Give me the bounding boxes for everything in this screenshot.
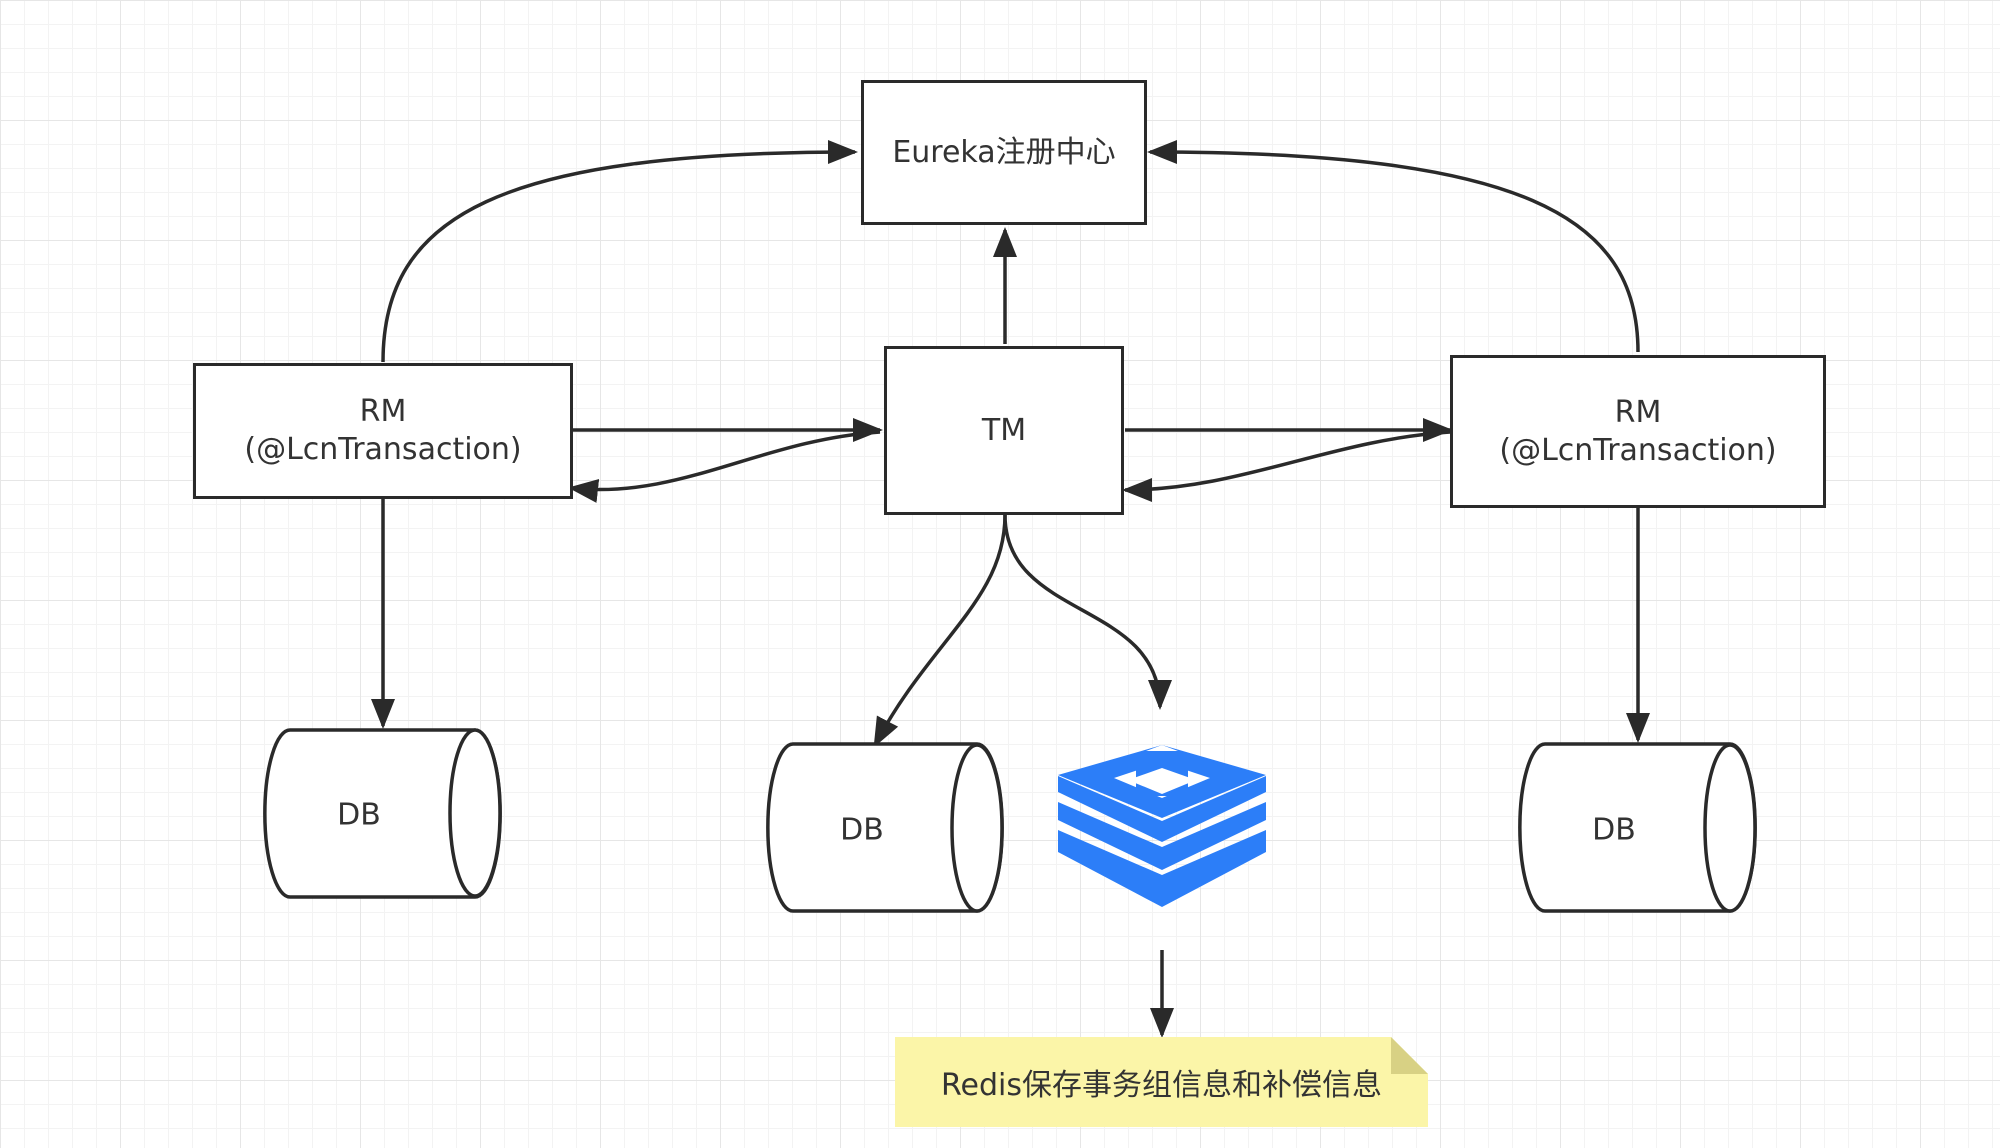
tm-node[interactable]: TM: [884, 346, 1124, 515]
rm-left-annotation: (@LcnTransaction): [244, 432, 522, 467]
db-center-label: DB: [840, 812, 884, 848]
rm-left-title: RM: [359, 394, 407, 429]
db-right-shape: [1518, 742, 1757, 913]
edge-rm-right-to-tm: [1122, 430, 1451, 502]
tm-label: TM: [981, 412, 1027, 448]
edge-rm-left-to-eureka: [381, 140, 858, 363]
edge-tm-to-redis: [1003, 514, 1172, 710]
rm-right-annotation: (@LcnTransaction): [1499, 432, 1777, 468]
rm-left-node[interactable]: RM (@LcnTransaction): [193, 363, 573, 499]
db-left-label: DB: [337, 797, 381, 833]
db-right-label: DB: [1592, 812, 1636, 848]
edge-tm-to-db-center: [873, 514, 1007, 748]
db-center-shape: [766, 742, 1004, 913]
eureka-label: Eureka注册中心: [892, 134, 1116, 170]
redis-note[interactable]: Redis保存事务组信息和补偿信息: [895, 1037, 1428, 1127]
edge-tm-to-rm-left: [568, 430, 881, 503]
eureka-node[interactable]: Eureka注册中心: [861, 80, 1147, 225]
rm-right-node[interactable]: RM (@LcnTransaction): [1450, 355, 1826, 508]
redis-note-text: Redis保存事务组信息和补偿信息: [941, 1068, 1382, 1103]
redis-icon: [1058, 745, 1266, 907]
rm-right-title: RM: [1614, 394, 1662, 430]
db-left-shape: [263, 728, 502, 899]
edge-rm-right-to-eureka: [1147, 140, 1640, 353]
